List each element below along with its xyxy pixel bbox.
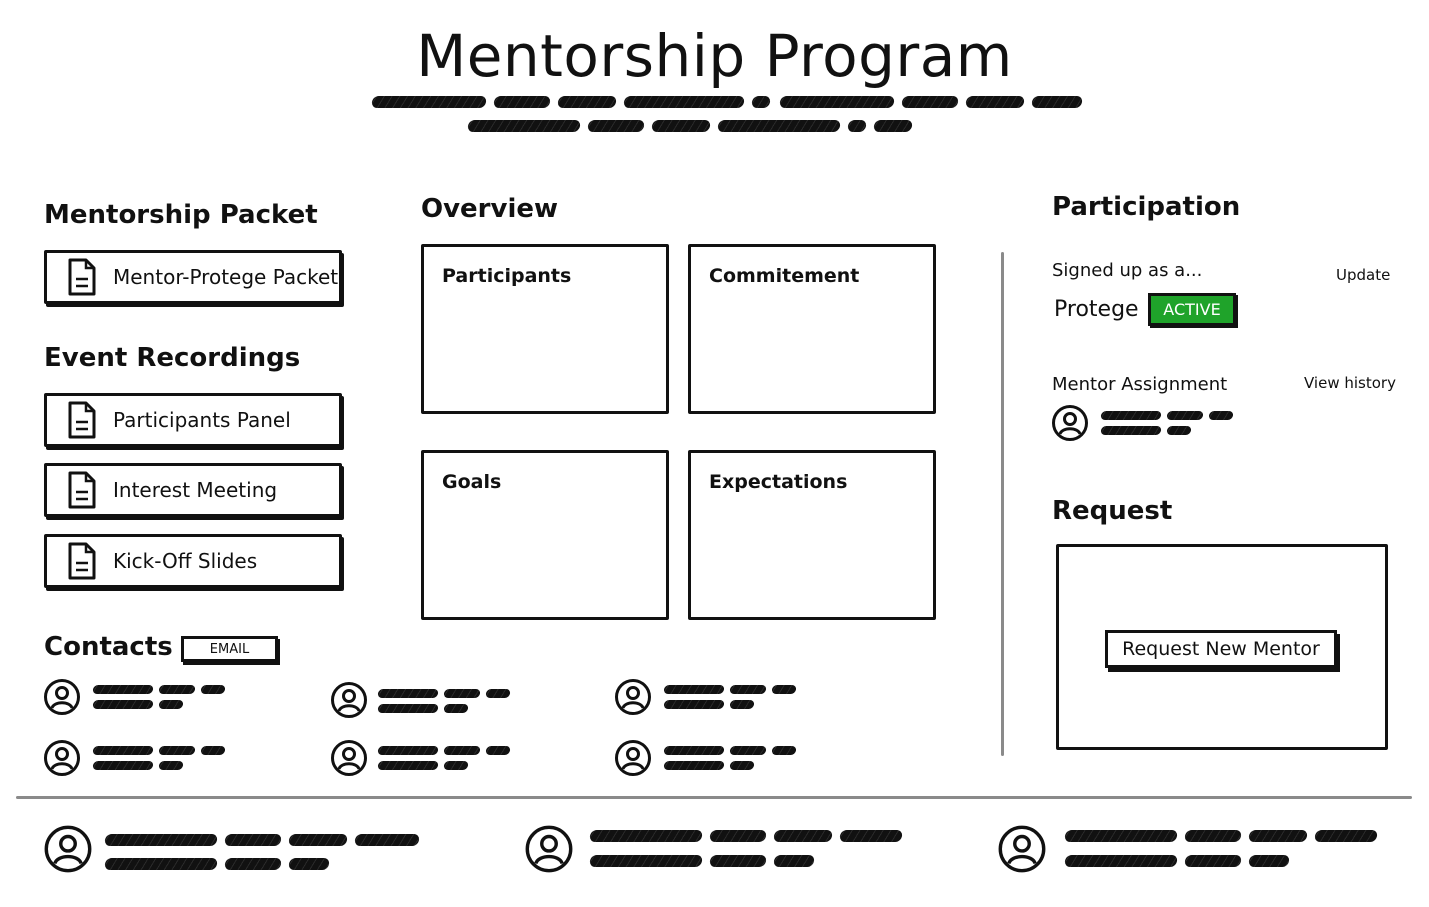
contact-item[interactable]	[614, 739, 824, 779]
vertical-divider	[1001, 252, 1004, 756]
signed-up-label: Signed up as a...	[1052, 260, 1203, 281]
person-icon	[998, 825, 1046, 873]
overview-card-label: Goals	[442, 471, 502, 493]
recording-item-label: Kick-Off Slides	[113, 549, 258, 573]
overview-card-commitment[interactable]: Commitement	[688, 244, 936, 414]
recording-item-label: Interest Meeting	[113, 478, 278, 502]
person-icon	[525, 825, 573, 873]
recordings-heading: Event Recordings	[44, 343, 301, 373]
participation-heading: Participation	[1052, 192, 1241, 222]
person-icon	[44, 740, 80, 776]
contact-item[interactable]	[614, 678, 824, 718]
person-icon	[331, 682, 367, 718]
footer-person[interactable]	[524, 824, 904, 878]
contact-item[interactable]	[330, 739, 540, 779]
update-link[interactable]: Update	[1336, 266, 1391, 284]
participants-panel-link[interactable]: Participants Panel	[44, 393, 342, 447]
person-icon	[1052, 405, 1088, 441]
document-icon	[68, 401, 96, 439]
overview-card-goals[interactable]: Goals	[421, 450, 669, 620]
footer-person[interactable]	[997, 824, 1378, 878]
document-icon	[68, 258, 96, 296]
contact-item[interactable]	[43, 678, 253, 718]
person-icon	[615, 679, 651, 715]
kick-off-slides-link[interactable]: Kick-Off Slides	[44, 534, 342, 588]
overview-card-participants[interactable]: Participants	[421, 244, 669, 414]
view-history-link[interactable]: View history	[1304, 374, 1396, 392]
contact-item[interactable]	[330, 681, 540, 721]
overview-card-label: Participants	[442, 265, 572, 287]
mentor-assignment-label: Mentor Assignment	[1052, 374, 1228, 395]
document-icon	[68, 471, 96, 509]
person-icon	[44, 679, 80, 715]
packet-item-label: Mentor-Protege Packet	[113, 265, 339, 289]
recording-item-label: Participants Panel	[113, 408, 291, 432]
overview-heading: Overview	[421, 194, 559, 224]
footer-divider	[16, 796, 1412, 799]
interest-meeting-link[interactable]: Interest Meeting	[44, 463, 342, 517]
packet-heading: Mentorship Packet	[44, 200, 318, 230]
request-heading: Request	[1052, 496, 1173, 526]
person-icon	[615, 740, 651, 776]
overview-card-expectations[interactable]: Expectations	[688, 450, 936, 620]
mentor-protege-packet-link[interactable]: Mentor-Protege Packet	[44, 250, 342, 304]
contacts-heading: Contacts	[44, 632, 173, 662]
request-new-mentor-button[interactable]: Request New Mentor	[1105, 630, 1337, 668]
subtitle-placeholder	[371, 96, 1084, 136]
document-icon	[68, 542, 96, 580]
email-button[interactable]: EMAIL	[181, 636, 278, 662]
mentor-assignee[interactable]	[1051, 404, 1261, 444]
person-icon	[331, 740, 367, 776]
contact-item[interactable]	[43, 739, 253, 779]
request-panel	[1056, 544, 1388, 750]
person-icon	[44, 825, 92, 873]
overview-card-label: Expectations	[709, 471, 848, 493]
page-title: Mentorship Program	[416, 22, 1013, 90]
status-badge: ACTIVE	[1148, 293, 1236, 326]
overview-card-label: Commitement	[709, 265, 860, 287]
footer-person[interactable]	[43, 824, 423, 878]
role-value: Protege	[1054, 297, 1139, 322]
